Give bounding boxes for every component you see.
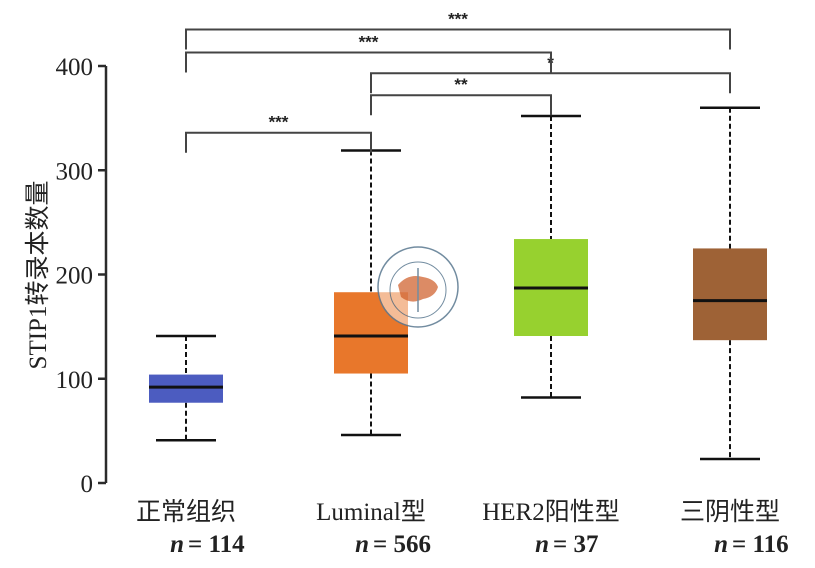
significance-bracket [370,72,731,94]
n-value: = 116 [732,531,789,558]
n-value: = 37 [553,531,599,558]
watermark-logo [377,246,459,328]
significance-stars: *** [269,113,289,132]
x-tick-label: 正常组织 [136,498,236,526]
y-tick-label: 300 [56,158,94,185]
box-0 [149,374,223,403]
significance-stars: ** [454,75,468,94]
y-tick-label: 0 [81,471,94,498]
significance-stars: *** [448,10,468,29]
x-tick-label: Luminal型 [316,498,426,526]
x-tick-label: 三阴性型 [680,498,780,526]
y-tick-label: 100 [56,367,94,394]
significance-stars: *** [359,32,379,51]
n-value: = 114 [188,531,245,558]
n-label: n [170,531,184,558]
significance-bracket [185,28,731,50]
significance-bracket [185,51,552,73]
significance-bracket [185,131,372,153]
n-value: = 566 [373,531,431,558]
x-tick-label: HER2阳性型 [482,498,620,526]
n-label: n [535,531,549,558]
box-3 [693,248,767,341]
y-tick-label: 400 [56,54,94,81]
y-axis-label: STIP1转录本数量 [24,181,52,370]
n-label: n [714,531,728,558]
y-tick-label: 200 [56,263,94,290]
significance-bracket [370,94,552,116]
n-label: n [355,531,369,558]
